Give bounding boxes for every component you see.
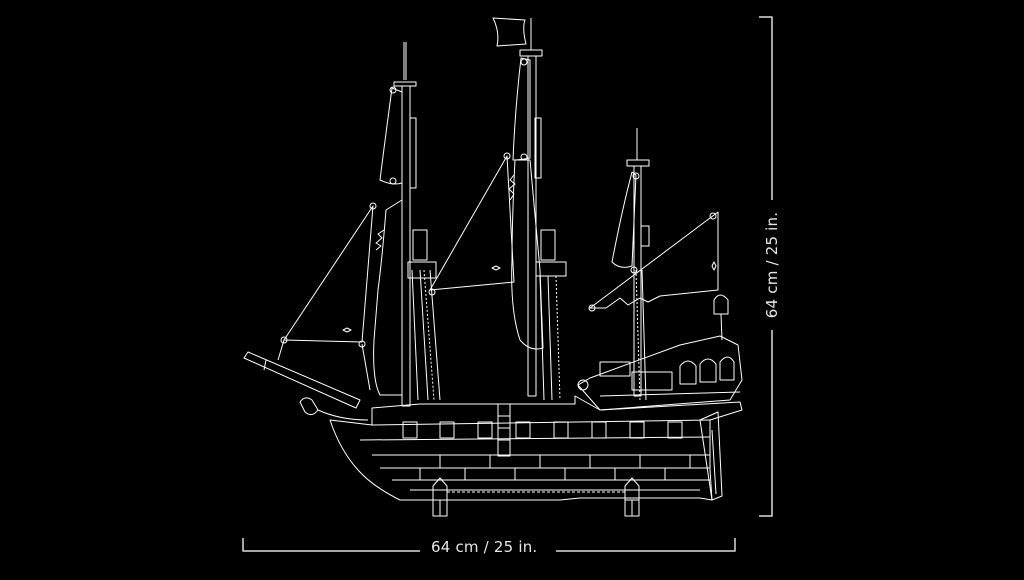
height-dimension-label: 64 cm / 25 in. — [763, 205, 781, 325]
flag — [492, 17, 527, 47]
hull — [329, 395, 743, 501]
stern-castle — [577, 294, 743, 411]
bowsprit — [243, 351, 369, 421]
jib-sails — [277, 155, 717, 391]
foremast — [369, 42, 441, 407]
display-stands — [432, 477, 640, 517]
width-dimension-line — [242, 538, 736, 552]
height-dimension-line — [759, 16, 773, 517]
mainmast — [492, 17, 567, 401]
mizzenmast — [588, 128, 719, 401]
width-dimension-label: 64 cm / 25 in. — [425, 538, 544, 556]
